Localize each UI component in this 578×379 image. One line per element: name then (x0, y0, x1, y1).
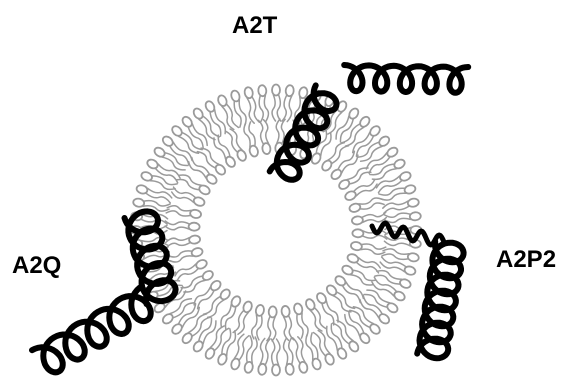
inner-lipid (293, 303, 308, 339)
outer-lipid (170, 124, 202, 153)
outer-lipid (258, 85, 269, 122)
outer-lipid (282, 85, 294, 122)
inner-lipid (350, 241, 386, 254)
outer-lipid (181, 115, 208, 149)
inner-lipid (165, 221, 200, 231)
inner-lipid (252, 304, 265, 340)
inner-lipid (168, 247, 204, 262)
inner-lipid (349, 198, 385, 213)
outer-lipid (353, 124, 382, 156)
outer-lipid (258, 338, 270, 375)
outer-lipid (272, 85, 281, 122)
inner-lipid (166, 235, 201, 248)
outer-lipid (382, 249, 419, 262)
outer-lipid (345, 311, 372, 345)
outer-lipid (350, 307, 382, 336)
inner-lipid (244, 122, 259, 158)
helix-left-segment (32, 286, 151, 372)
outer-lipid (284, 338, 295, 375)
label-a2p2: A2P2 (496, 248, 556, 272)
helix-top-segment (344, 65, 468, 93)
inner-lipid (166, 206, 202, 219)
outer-lipid (244, 336, 257, 373)
outer-lipid (271, 339, 280, 376)
inner-lipid (258, 120, 271, 155)
label-a2t: A2T (232, 14, 277, 38)
inner-lipid (281, 305, 294, 340)
label-a2q: A2Q (12, 254, 61, 278)
helix-right-segment (417, 242, 463, 359)
outer-lipid (170, 304, 199, 336)
outer-lipid (384, 212, 421, 223)
inner-lipid (267, 306, 277, 341)
outer-lipid (357, 135, 391, 162)
